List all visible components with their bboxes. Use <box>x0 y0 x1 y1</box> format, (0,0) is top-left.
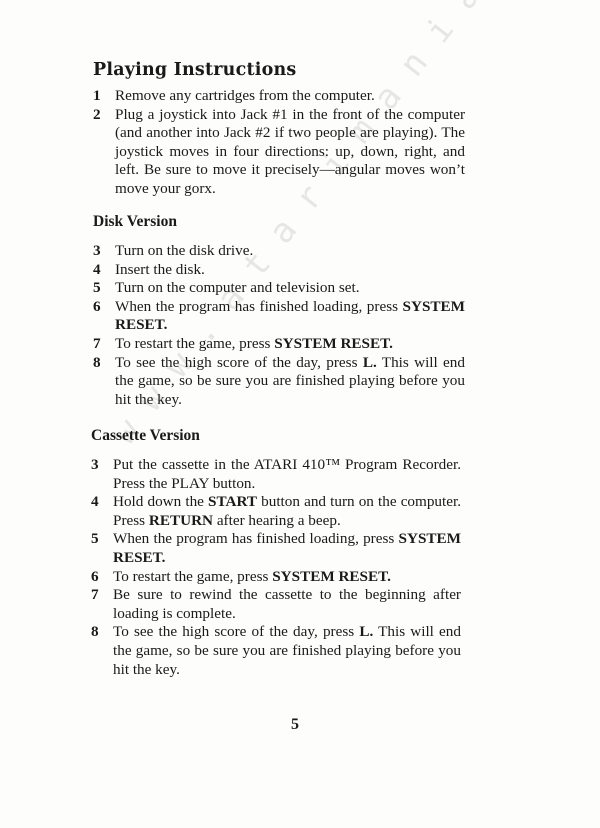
step-text: Turn on the computer and television set. <box>115 279 465 298</box>
step-text: Plug a joystick into Jack #1 in the fron… <box>115 106 465 199</box>
step-text-part: To see the high score of the day, press <box>115 353 363 371</box>
step-text-part: Remove any cartridges from the computer. <box>115 87 375 104</box>
step-item: 6 When the program has finished loading, … <box>93 298 465 335</box>
step-text-bold: SYSTEM RESET. <box>274 334 393 352</box>
step-text-part: after hearing a beep. <box>213 511 341 529</box>
step-text: To restart the game, press SYSTEM RESET. <box>115 335 465 354</box>
step-number: 6 <box>91 567 99 585</box>
step-text-part: To see the high score of the day, press <box>113 623 360 641</box>
step-text-part: Turn on the computer and television set. <box>115 279 360 297</box>
step-text-part: When the program has finished loading, p… <box>113 530 399 548</box>
step-number: 8 <box>93 353 101 371</box>
step-item: 2 Plug a joystick into Jack #1 in the fro… <box>93 106 465 199</box>
step-item: 1 Remove any cartridges from the computer… <box>93 87 465 106</box>
step-number: 4 <box>91 493 99 511</box>
step-number: 8 <box>91 623 99 641</box>
step-text-bold: L. <box>359 623 374 641</box>
step-text: To restart the game, press SYSTEM RESET. <box>113 568 461 587</box>
step-text-part: Turn on the disk drive. <box>115 242 254 259</box>
step-number: 7 <box>93 334 101 352</box>
step-text-part: To restart the game, press <box>113 567 273 585</box>
step-number: 3 <box>91 456 99 473</box>
step-text-bold: SYSTEM RESET. <box>113 530 461 566</box>
step-item: 8 To see the high score of the day, press… <box>91 623 461 679</box>
step-text: Put the cassette in the ATARI 410™ Progr… <box>113 456 461 493</box>
step-number: 2 <box>93 105 101 123</box>
step-number: 1 <box>93 87 101 104</box>
step-text-part: This will end the game, so be sure you a… <box>113 623 461 678</box>
disk-steps-list: 3 Turn on the disk drive. 4 Insert the disk… <box>93 242 465 409</box>
step-text-part: button and turn on the computer. Press <box>113 493 462 529</box>
step-number: 7 <box>91 586 99 604</box>
step-text-part: Hold down the <box>113 493 209 511</box>
cassette-steps-list: 3 Put the cassette in the ATARI 410™ Prog… <box>91 456 461 679</box>
step-item: 6 To restart the game, press SYSTEM RESET… <box>91 568 461 587</box>
step-item: 7 Be sure to rewind the cassette to the b… <box>91 586 461 623</box>
step-item: 7 To restart the game, press SYSTEM RESET… <box>93 335 465 354</box>
step-text-part: Insert the disk. <box>115 260 205 278</box>
page-number: 5 <box>291 716 299 733</box>
intro-steps-list: 1 Remove any cartridges from the computer… <box>93 87 465 199</box>
step-text-bold: L. <box>362 353 377 371</box>
step-text-bold: SYSTEM RESET. <box>272 567 391 585</box>
step-text: Remove any cartridges from the computer. <box>115 87 465 106</box>
step-number: 5 <box>93 279 101 297</box>
step-number: 4 <box>93 260 101 278</box>
step-text-bold: START <box>208 493 258 511</box>
step-item: 8 To see the high score of the day, press… <box>93 354 465 410</box>
step-text: Hold down the START button and turn on t… <box>113 493 461 530</box>
step-text-part: Plug a joystick into Jack #1 in the fron… <box>115 105 465 197</box>
step-text: Insert the disk. <box>115 261 465 280</box>
step-item: 3 Turn on the disk drive. <box>93 242 465 261</box>
step-number: 5 <box>91 530 99 548</box>
disk-version-heading: Disk Version <box>93 213 177 230</box>
step-text-part: Put the cassette in the ATARI 410™ Progr… <box>113 456 461 492</box>
step-item: 4 Insert the disk. <box>93 261 465 280</box>
step-text: Be sure to rewind the cassette to the be… <box>113 586 461 623</box>
step-text: When the program has finished loading, p… <box>113 530 461 567</box>
step-text: To see the high score of the day, press … <box>113 623 461 679</box>
step-text: To see the high score of the day, press … <box>115 354 465 410</box>
step-number: 3 <box>93 242 101 259</box>
cassette-version-heading: Cassette Version <box>91 427 200 444</box>
step-text-part: To restart the game, press <box>115 334 275 352</box>
step-text-part: When the program has finished loading, p… <box>115 297 403 315</box>
step-item: 5 Turn on the computer and television set… <box>93 279 465 298</box>
step-item: 3 Put the cassette in the ATARI 410™ Prog… <box>91 456 461 493</box>
step-number: 6 <box>93 297 101 315</box>
page-title: Playing Instructions <box>93 60 297 80</box>
step-text-part: Be sure to rewind the cassette to the be… <box>113 586 461 622</box>
step-item: 5 When the program has finished loading, … <box>91 530 461 567</box>
step-text: When the program has finished loading, p… <box>115 298 465 335</box>
step-text: Turn on the disk drive. <box>115 242 465 261</box>
step-text-bold: RETURN <box>148 511 214 529</box>
step-text-part: This will end the game, so be sure you a… <box>115 353 465 408</box>
step-text-bold: SYSTEM RESET. <box>115 297 465 334</box>
step-item: 4 Hold down the START button and turn on … <box>91 493 461 530</box>
